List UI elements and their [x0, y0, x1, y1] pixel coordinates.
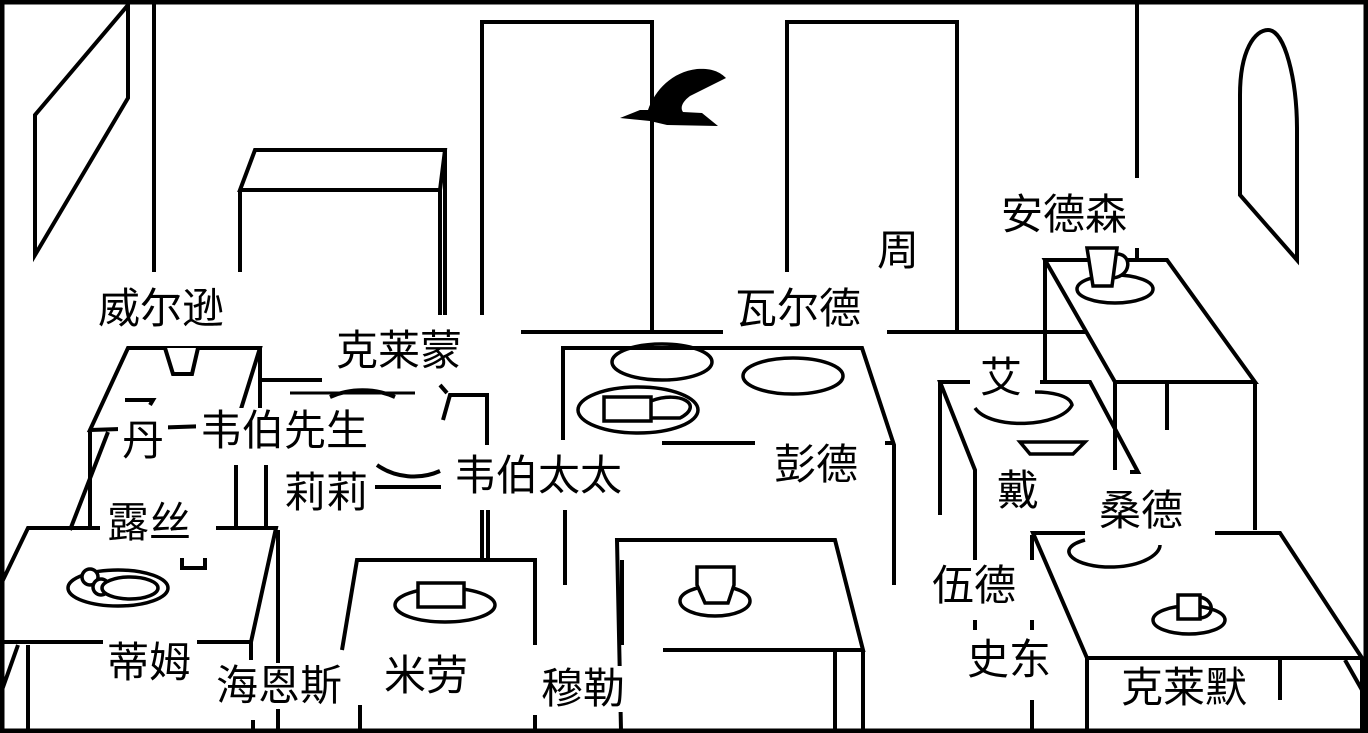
milao-table — [251, 558, 537, 730]
plate-icon — [610, 342, 714, 382]
label-shidong[interactable]: 史东 — [963, 637, 1056, 683]
label-dai[interactable]: 戴 — [993, 468, 1044, 514]
right-front-table — [973, 531, 1366, 730]
label-haines[interactable]: 海恩斯 — [212, 663, 347, 709]
label-sande[interactable]: 桑德 — [1095, 488, 1188, 534]
food-plate-icon — [66, 567, 170, 608]
right-middle-table — [937, 330, 1142, 560]
label-tim[interactable]: 蒂姆 — [103, 640, 196, 686]
label-pende[interactable]: 彭德 — [770, 442, 863, 488]
picture-frame-icon — [33, 0, 130, 263]
center-back-table — [561, 342, 896, 585]
back-right-table — [1041, 246, 1259, 530]
label-muller[interactable]: 穆勒 — [537, 666, 630, 712]
label-wude[interactable]: 伍德 — [928, 563, 1021, 609]
back-left-table — [237, 148, 448, 315]
label-clermont[interactable]: 克莱默 — [1117, 665, 1252, 711]
bird-icon — [620, 68, 726, 126]
cup-icon — [1176, 593, 1202, 621]
label-dan[interactable]: 丹 — [118, 418, 169, 464]
center-left-table — [258, 378, 490, 558]
label-ward[interactable]: 瓦尔德 — [731, 286, 866, 332]
label-milao[interactable]: 米劳 — [380, 653, 473, 699]
label-clemont[interactable]: 克莱蒙 — [332, 328, 467, 374]
plate-icon — [741, 356, 845, 396]
label-lily[interactable]: 莉莉 — [280, 470, 373, 516]
center-front-table — [614, 538, 866, 731]
cup-icon — [695, 565, 736, 605]
label-ruth[interactable]: 露丝 — [103, 500, 196, 546]
label-zhou[interactable]: 周 — [873, 228, 924, 274]
cup-icon — [1084, 246, 1130, 288]
label-mrs-weber[interactable]: 韦伯太太 — [450, 453, 627, 499]
bowl-icon — [1016, 440, 1090, 456]
door-left — [480, 20, 654, 332]
cup-icon — [602, 395, 653, 423]
arched-window-icon — [1238, 27, 1299, 266]
cup-icon — [416, 581, 466, 609]
label-anderson[interactable]: 安德森 — [997, 192, 1132, 238]
plate-icon — [576, 385, 700, 435]
label-wilson[interactable]: 威尔逊 — [94, 286, 229, 332]
label-mr-weber[interactable]: 韦伯先生 — [196, 408, 373, 454]
label-ai[interactable]: 艾 — [976, 355, 1027, 401]
door-right — [785, 20, 959, 332]
